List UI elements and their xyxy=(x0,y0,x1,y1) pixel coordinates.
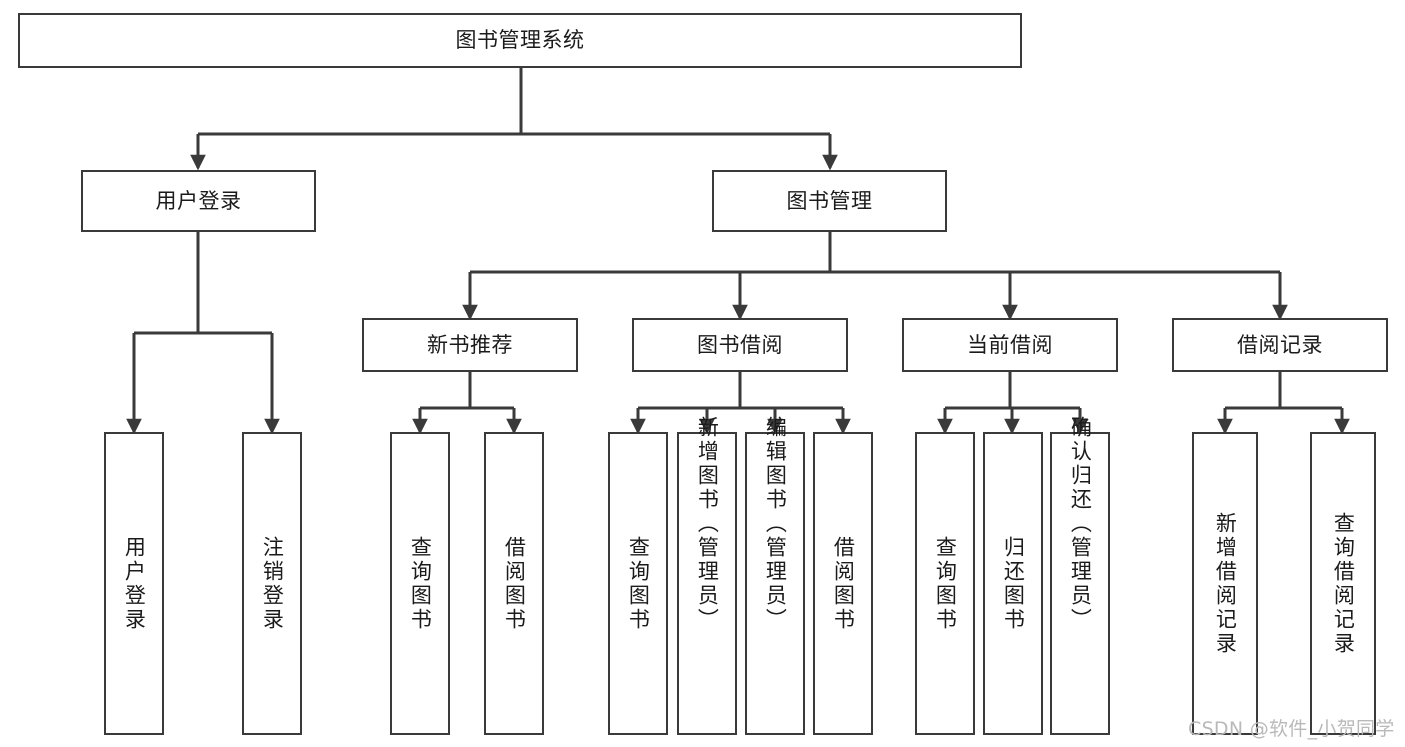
node-leaf-logout-label: 注销登录 xyxy=(260,535,285,632)
node-leaf-bb-query-book[interactable]: 查询图书 xyxy=(608,432,668,735)
node-leaf-nb-query-book[interactable]: 查询图书 xyxy=(390,432,450,735)
watermark: CSDN @软件_小贺同学 xyxy=(1188,718,1395,740)
node-leaf-cb-query-book-label: 查询图书 xyxy=(933,535,958,632)
node-book-borrow[interactable]: 图书借阅 xyxy=(632,318,848,372)
node-leaf-bb-edit-book-label: 编辑图书（管理员） xyxy=(763,416,788,632)
node-user-login-label: 用户登录 xyxy=(155,188,242,213)
node-leaf-bb-borrow-book[interactable]: 借阅图书 xyxy=(813,432,873,735)
node-new-book[interactable]: 新书推荐 xyxy=(362,318,578,372)
node-root[interactable]: 图书管理系统 xyxy=(18,13,1022,68)
node-leaf-bb-query-book-label: 查询图书 xyxy=(626,535,651,632)
node-leaf-nb-borrow-book-label: 借阅图书 xyxy=(502,535,527,632)
node-user-login[interactable]: 用户登录 xyxy=(81,170,316,232)
node-leaf-cb-return-book-label: 归还图书 xyxy=(1001,535,1026,632)
node-leaf-user-login[interactable]: 用户登录 xyxy=(104,432,164,735)
node-leaf-br-add-record-label: 新增借阅记录 xyxy=(1213,511,1238,656)
node-leaf-bb-add-book[interactable]: 新增图书（管理员） xyxy=(677,416,737,735)
node-leaf-cb-return-book[interactable]: 归还图书 xyxy=(983,432,1043,735)
node-new-book-label: 新书推荐 xyxy=(427,332,513,357)
node-borrow-record[interactable]: 借阅记录 xyxy=(1172,318,1388,372)
node-leaf-cb-confirm-return[interactable]: 确认归还（管理员） xyxy=(1050,416,1110,735)
node-leaf-nb-query-book-label: 查询图书 xyxy=(408,535,433,632)
node-leaf-logout[interactable]: 注销登录 xyxy=(242,432,302,735)
node-leaf-br-add-record[interactable]: 新增借阅记录 xyxy=(1192,432,1258,735)
node-leaf-br-query-record-label: 查询借阅记录 xyxy=(1331,511,1356,656)
node-leaf-user-login-label: 用户登录 xyxy=(122,535,147,632)
node-leaf-br-query-record[interactable]: 查询借阅记录 xyxy=(1310,432,1376,735)
node-leaf-cb-confirm-return-label: 确认归还（管理员） xyxy=(1068,416,1093,632)
node-root-label: 图书管理系统 xyxy=(455,28,585,53)
node-leaf-bb-borrow-book-label: 借阅图书 xyxy=(831,535,856,632)
node-borrow-record-label: 借阅记录 xyxy=(1237,332,1323,357)
node-leaf-bb-edit-book[interactable]: 编辑图书（管理员） xyxy=(745,416,805,735)
node-leaf-cb-query-book[interactable]: 查询图书 xyxy=(915,432,975,735)
node-book-manage-label: 图书管理 xyxy=(786,188,873,213)
node-current-borrow[interactable]: 当前借阅 xyxy=(902,318,1118,372)
node-book-borrow-label: 图书借阅 xyxy=(697,332,783,357)
node-leaf-nb-borrow-book[interactable]: 借阅图书 xyxy=(484,432,544,735)
node-book-manage[interactable]: 图书管理 xyxy=(712,170,947,232)
node-current-borrow-label: 当前借阅 xyxy=(967,332,1053,357)
node-leaf-bb-add-book-label: 新增图书（管理员） xyxy=(695,416,720,632)
